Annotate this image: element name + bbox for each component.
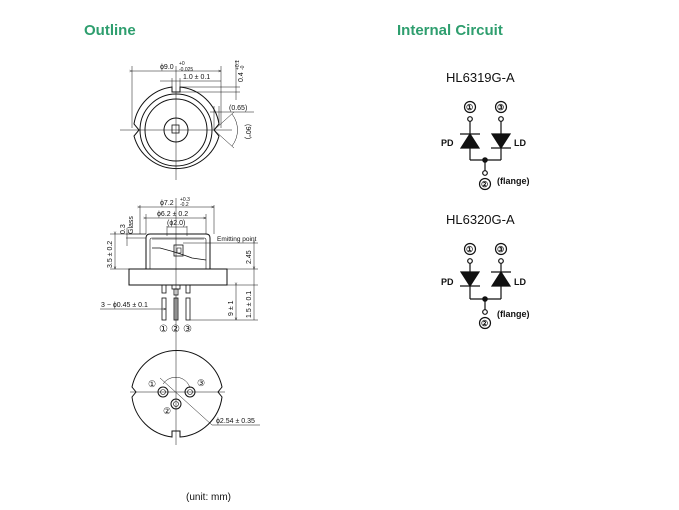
circuit-2-labels: ① ③ ② PD LD (flange)	[441, 245, 530, 328]
side-pin-label-2: ②	[171, 324, 180, 335]
side-view-dimensions: ϕ7.2 +0.3 -0.2 ϕ6.2 ± 0.2 (ϕ2.0) 0.3 Gla…	[101, 197, 257, 335]
side-pin-label-1: ①	[159, 324, 168, 335]
bottom-view-flange-outline	[131, 350, 223, 438]
dim-pin-circle: ϕ2.54 ± 0.35	[216, 418, 255, 425]
dim-lead-diameter: 3 − ϕ0.45 ± 0.1	[101, 302, 148, 309]
circuit-1-labels: ① ③ ② PD LD (flange)	[441, 103, 530, 189]
c2-pd-label: PD	[441, 277, 454, 287]
circuit-hl6320g-a	[459, 242, 512, 330]
bottom-pin-1	[157, 386, 169, 398]
c2-pin-1: ①	[466, 245, 473, 254]
side-pin-label-3: ③	[183, 324, 192, 335]
side-view-flange	[128, 268, 228, 286]
side-view	[100, 198, 258, 340]
dim-lead-length: 9 ± 1	[228, 300, 235, 316]
pd-diode-icon	[459, 271, 481, 288]
emitting-point-label: Emitting point	[217, 236, 257, 243]
dim-diameter-tol-lower: -0.025	[179, 67, 193, 73]
dim-glass-label: Glass	[128, 216, 135, 234]
bottom-pin-label-3: ③	[197, 378, 205, 388]
dim-cap-diameter-tol-lower: -0.2	[180, 202, 189, 208]
c2-pin-2: ②	[481, 319, 488, 328]
bottom-view-dimensions: ① ② ③ ϕ2.54 ± 0.35	[148, 378, 255, 425]
bottom-pin-2	[170, 398, 182, 410]
dim-diameter-tol-upper: +0	[179, 61, 185, 67]
dim-window-diameter: ϕ6.2 ± 0.2	[157, 211, 188, 218]
internal-circuit-title: Internal Circuit	[397, 22, 503, 39]
c1-pin-2: ②	[481, 180, 488, 189]
dim-notch-depth-tol-lower: -0	[240, 65, 246, 70]
circuit-model-2-label: HL6320G-A	[446, 212, 515, 227]
ld-diode-icon	[490, 270, 512, 287]
top-view	[120, 60, 254, 180]
c1-pin-1: ①	[466, 103, 473, 112]
dim-aperture: (ϕ2.0)	[167, 220, 185, 227]
c2-ld-label: LD	[514, 277, 526, 287]
dim-notch-depth-tol-upper: +0.1	[235, 60, 241, 70]
c1-flange-label: (flange)	[497, 176, 530, 186]
dim-diameter: ϕ9.0	[160, 64, 174, 71]
bottom-pin-3	[184, 386, 196, 398]
c2-flange-label: (flange)	[497, 309, 530, 319]
c1-ld-label: LD	[514, 138, 526, 148]
dim-cap-height: 3.5 ± 0.2	[107, 241, 114, 268]
unit-label: (unit: mm)	[186, 492, 231, 503]
outline-title: Outline	[84, 22, 136, 39]
side-view-cap	[145, 233, 211, 269]
top-view-dimensions: ϕ9.0 +0 -0.025 1.0 ± 0.1 0.4 +0.1 -0 (0.…	[160, 60, 252, 139]
dim-notch-angle: (90°)	[244, 124, 252, 139]
pd-diode-icon	[459, 132, 481, 149]
bottom-pin-label-1: ①	[148, 379, 156, 389]
c1-pd-label: PD	[441, 138, 454, 148]
dim-emitting-height: 2.45	[246, 250, 253, 264]
side-view-chip	[173, 244, 184, 257]
dim-notch-offset: (0.65)	[229, 105, 247, 112]
circuit-model-1-label: HL6319G-A	[446, 70, 515, 85]
c1-pin-3: ③	[497, 103, 504, 112]
dim-cap-diameter-tol-upper: +0.3	[180, 197, 190, 203]
dim-notch-depth: 0.4	[238, 72, 245, 82]
circuit-hl6319g-a	[459, 100, 512, 191]
ld-diode-icon	[490, 133, 512, 150]
bottom-pin-label-2: ②	[163, 406, 171, 416]
dim-cap-diameter: ϕ7.2	[160, 200, 174, 207]
dim-glass-thickness: 0.3	[120, 224, 127, 234]
top-view-chip	[171, 124, 180, 134]
bottom-view	[130, 340, 260, 445]
c2-pin-3: ③	[497, 245, 504, 254]
lead-3	[185, 284, 191, 294]
lead-1	[161, 284, 167, 294]
dim-notch-width: 1.0 ± 0.1	[183, 74, 210, 81]
dim-flange-thickness: 1.5 ± 0.1	[246, 291, 253, 318]
